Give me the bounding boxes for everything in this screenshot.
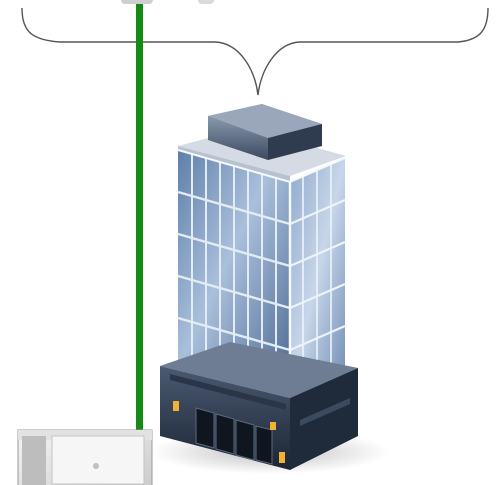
network-appliance-icon — [18, 430, 152, 485]
curly-brace — [22, 8, 488, 95]
office-building-icon — [150, 104, 390, 474]
cloud-device-icon — [121, 0, 214, 4]
network-link — [136, 4, 143, 436]
